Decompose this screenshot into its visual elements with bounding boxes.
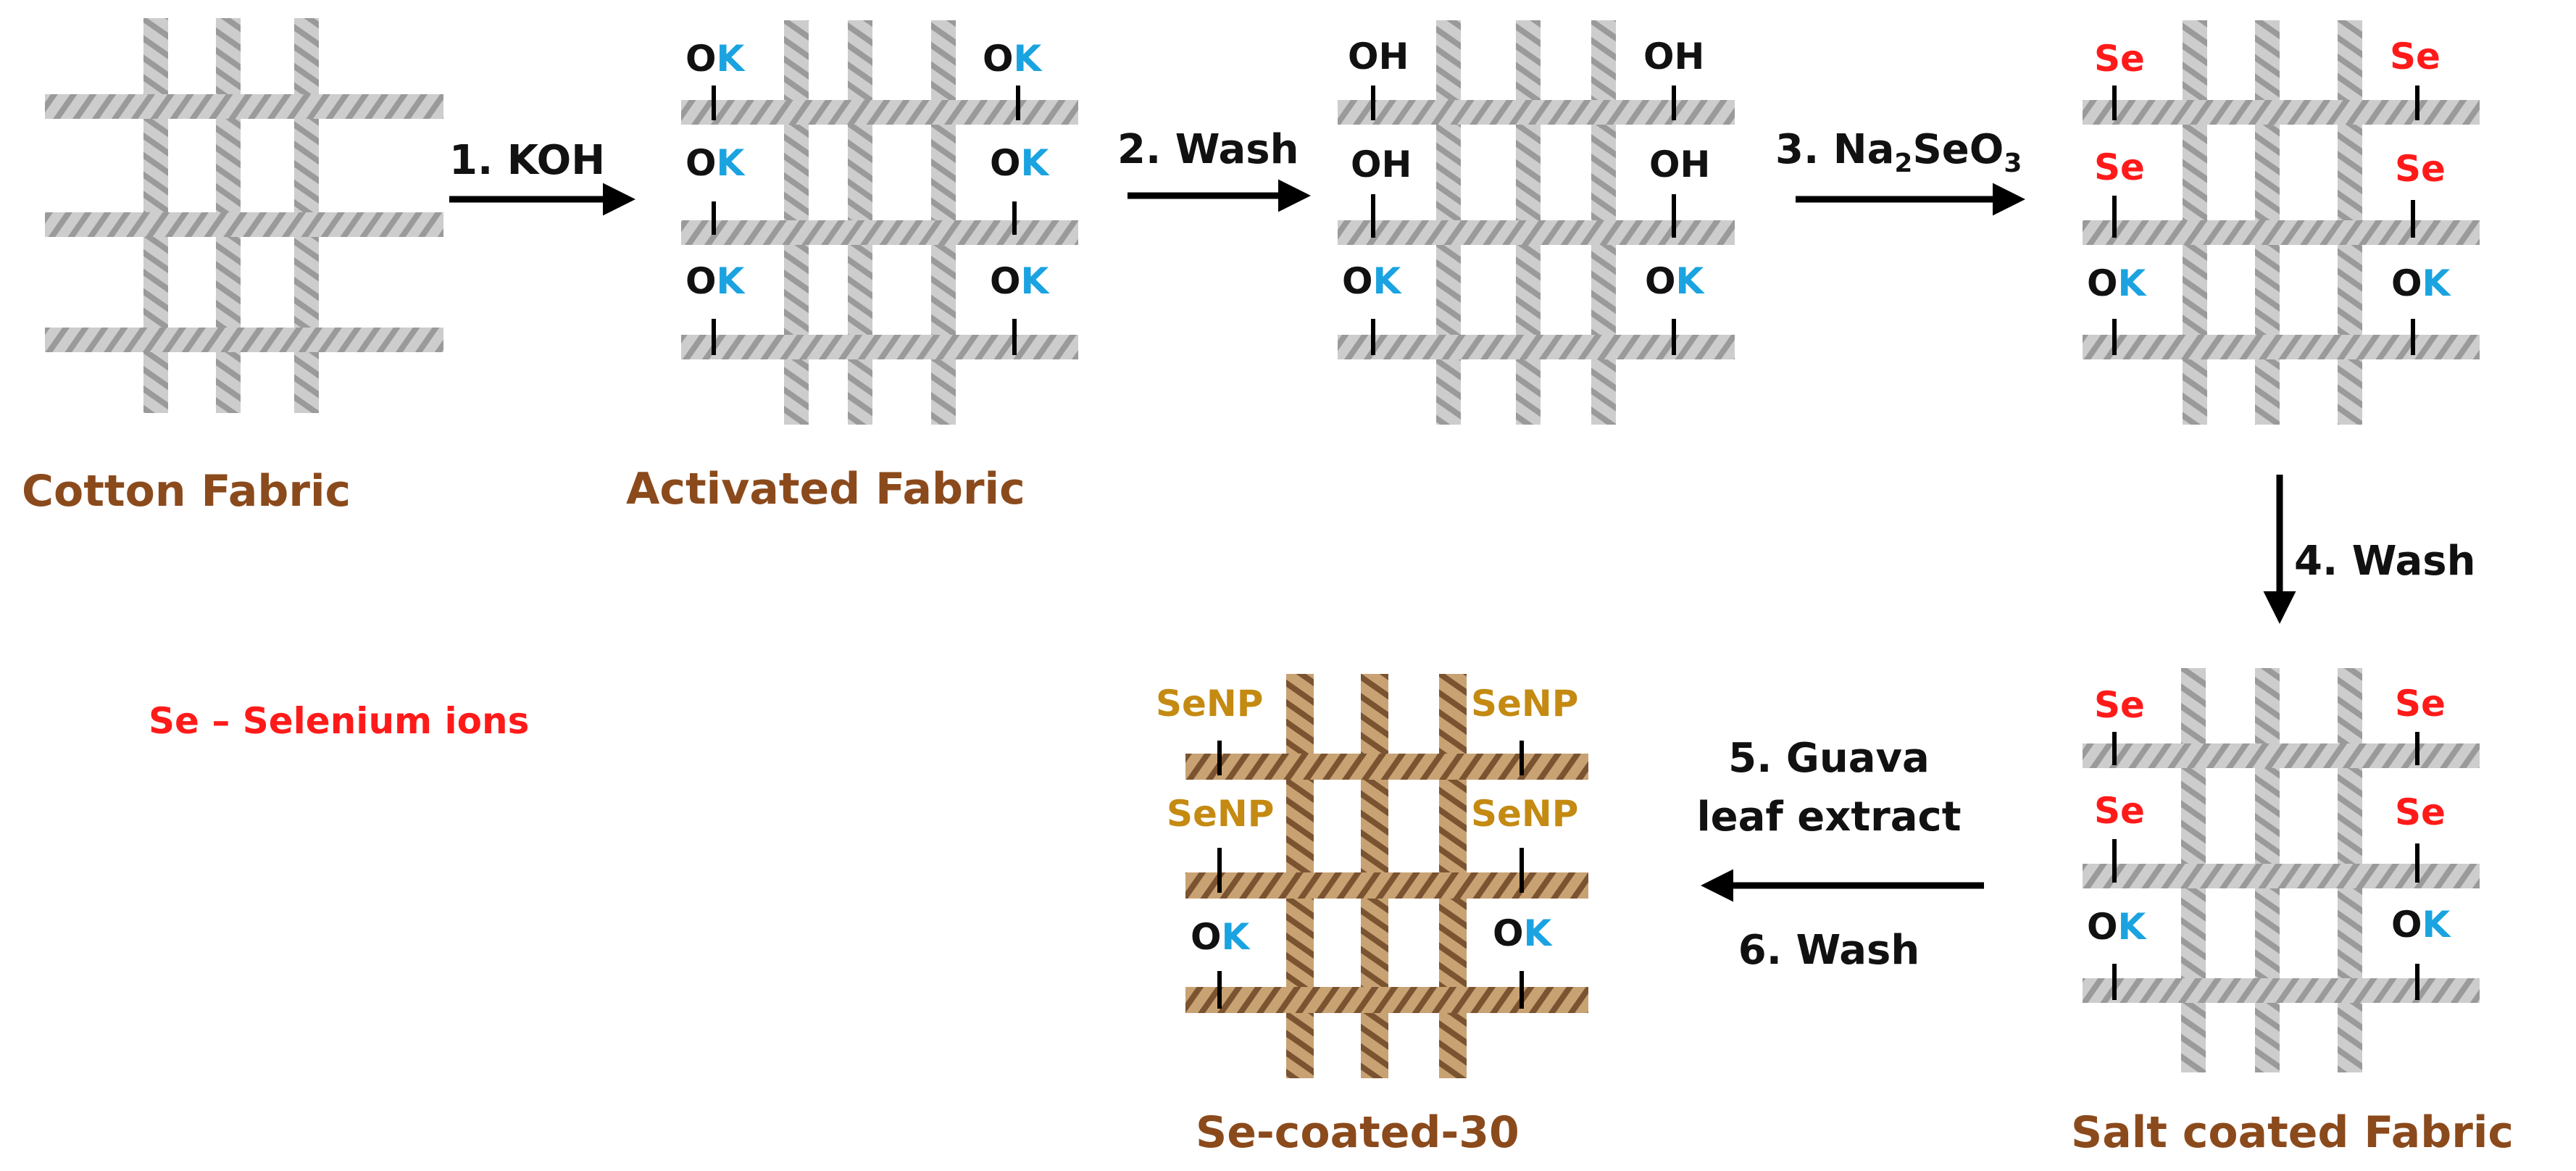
ok-group: OK: [2391, 262, 2452, 304]
ok-group: OK: [685, 260, 746, 302]
ok-group: OK: [1342, 260, 1403, 302]
thread-horizontal: [1185, 754, 1588, 780]
se-ion: Se: [2395, 148, 2446, 190]
thread-horizontal: [2083, 335, 2480, 359]
fabric-activated: OK OK OK OK OK OK: [681, 20, 1078, 425]
fabric-se-ions: Se Se Se Se OK OK: [2083, 20, 2480, 425]
step-5-label-line1: 5. Guava: [1728, 735, 1930, 782]
step-2-label: 2. Wash: [1117, 126, 1299, 173]
fabric-cotton: [45, 18, 443, 413]
thread-horizontal: [1338, 100, 1735, 125]
salt-coated-fabric-label: Salt coated Fabric: [2071, 1107, 2514, 1158]
se-ion: Se: [2094, 684, 2145, 726]
ok-group: OK: [2087, 906, 2148, 948]
oh-group: OH: [1643, 36, 1704, 78]
thread-horizontal: [1338, 220, 1735, 245]
thread-horizontal: [681, 220, 1078, 245]
oh-group: OH: [1351, 143, 1412, 186]
legend-selenium: Se – Selenium ions: [149, 700, 529, 742]
fabric-salt-coated: Se Se Se Se OK OK: [2083, 668, 2480, 1072]
se-ion: Se: [2094, 38, 2145, 80]
ok-group: OK: [1191, 916, 1251, 958]
thread-horizontal: [2083, 864, 2480, 888]
thread-horizontal: [2083, 220, 2480, 245]
se-ion: Se: [2094, 146, 2145, 188]
se-coated-label: Se-coated-30: [1196, 1107, 1520, 1158]
step-1-label: 1. KOH: [449, 137, 605, 184]
thread-horizontal: [45, 212, 443, 237]
ok-group: OK: [2391, 904, 2452, 946]
se-ion: Se: [2395, 683, 2446, 725]
step-6-label: 6. Wash: [1738, 927, 1920, 974]
oh-group: OH: [1348, 36, 1409, 78]
thread-horizontal: [1338, 335, 1735, 359]
ok-group: OK: [685, 142, 746, 184]
step-3-label: 3. Na2SeO3: [1775, 126, 2022, 178]
cotton-fabric-label: Cotton Fabric: [22, 466, 351, 517]
ok-group: OK: [990, 142, 1051, 184]
thread-horizontal: [2083, 978, 2480, 1003]
ok-group: OK: [990, 260, 1051, 302]
ok-group: OK: [1645, 260, 1706, 302]
senp-group: SeNP: [1471, 683, 1578, 725]
activated-fabric-label: Activated Fabric: [626, 464, 1025, 514]
se-ion: Se: [2094, 790, 2145, 832]
thread-horizontal: [1185, 987, 1588, 1013]
ok-group: OK: [685, 38, 746, 80]
step-4-label: 4. Wash: [2294, 538, 2476, 585]
senp-group: SeNP: [1156, 683, 1263, 725]
thread-horizontal: [45, 328, 443, 352]
senp-group: SeNP: [1471, 793, 1578, 835]
thread-horizontal: [681, 100, 1078, 125]
oh-group: OH: [1649, 143, 1710, 186]
ok-group: OK: [1493, 912, 1554, 954]
ok-group: OK: [2087, 262, 2148, 304]
se-ion: Se: [2390, 36, 2440, 78]
senp-group: SeNP: [1167, 793, 1274, 835]
fabric-washed: OH OH OH OH OK OK: [1338, 20, 1735, 425]
fabric-se-coated: SeNP SeNP SeNP SeNP OK OK: [1156, 674, 1588, 1078]
thread-horizontal: [2083, 100, 2480, 125]
thread-horizontal: [1185, 872, 1588, 899]
thread-horizontal: [45, 94, 443, 119]
ok-group: OK: [983, 38, 1043, 80]
se-ion: Se: [2395, 791, 2446, 833]
thread-horizontal: [2083, 743, 2480, 768]
step-5-label-line2: leaf extract: [1696, 793, 1961, 841]
thread-horizontal: [681, 335, 1078, 359]
